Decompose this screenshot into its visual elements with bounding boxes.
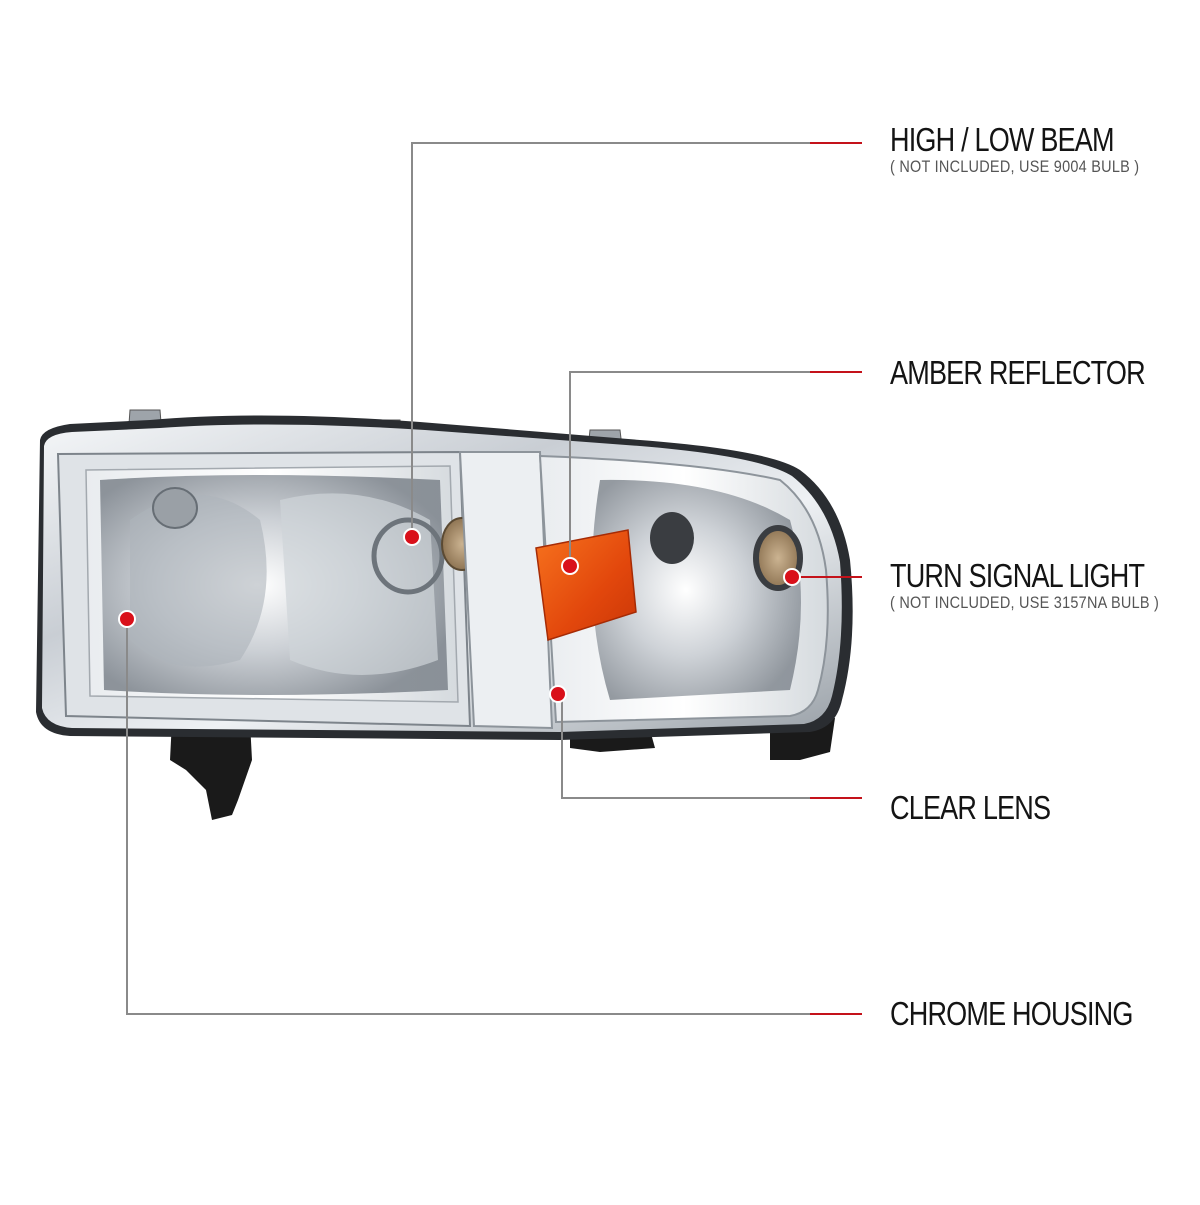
projector-ring	[371, 517, 445, 595]
reflector-socket-upper	[152, 487, 198, 529]
callout-clear-lens: CLEAR LENS	[890, 790, 1085, 826]
corner-socket	[650, 512, 694, 564]
callout-turn-signal-light: TURN SIGNAL LIGHT ( NOT INCLUDED, USE 31…	[890, 558, 1200, 612]
callout-markers	[118, 528, 801, 703]
marker-clear-lens	[549, 685, 567, 703]
leader-amber-reflector	[569, 371, 862, 566]
callout-note: ( NOT INCLUDED, USE 3157NA BULB )	[890, 593, 1160, 612]
corner-reflector	[592, 479, 801, 700]
callout-amber-reflector: AMBER REFLECTOR	[890, 355, 1200, 391]
reflector-facet-2	[280, 493, 438, 675]
reflector-facet-1	[130, 495, 267, 667]
callout-title: AMBER REFLECTOR	[890, 354, 1146, 391]
callout-chrome-housing: CHROME HOUSING	[890, 996, 1186, 1032]
leader-high-low-beam	[411, 142, 862, 537]
callout-title: CLEAR LENS	[890, 789, 1051, 826]
marker-turn-signal-light	[783, 568, 801, 586]
marker-high-low-beam	[403, 528, 421, 546]
callout-note: ( NOT INCLUDED, USE 9004 BULB )	[890, 157, 1140, 176]
marker-chrome-housing	[118, 610, 136, 628]
leader-chrome-housing	[126, 619, 862, 1015]
callout-title: HIGH / LOW BEAM	[890, 121, 1115, 158]
callout-title: TURN SIGNAL LIGHT	[890, 557, 1145, 594]
callout-leaders	[126, 142, 862, 1015]
marker-amber-reflector	[561, 557, 579, 575]
mount-bracket-left	[170, 720, 252, 820]
callout-title: CHROME HOUSING	[890, 995, 1133, 1032]
callout-high-low-beam: HIGH / LOW BEAM ( NOT INCLUDED, USE 9004…	[890, 122, 1183, 176]
amber-reflector	[535, 529, 637, 641]
leader-clear-lens	[561, 694, 862, 799]
lens-divider	[458, 451, 554, 730]
